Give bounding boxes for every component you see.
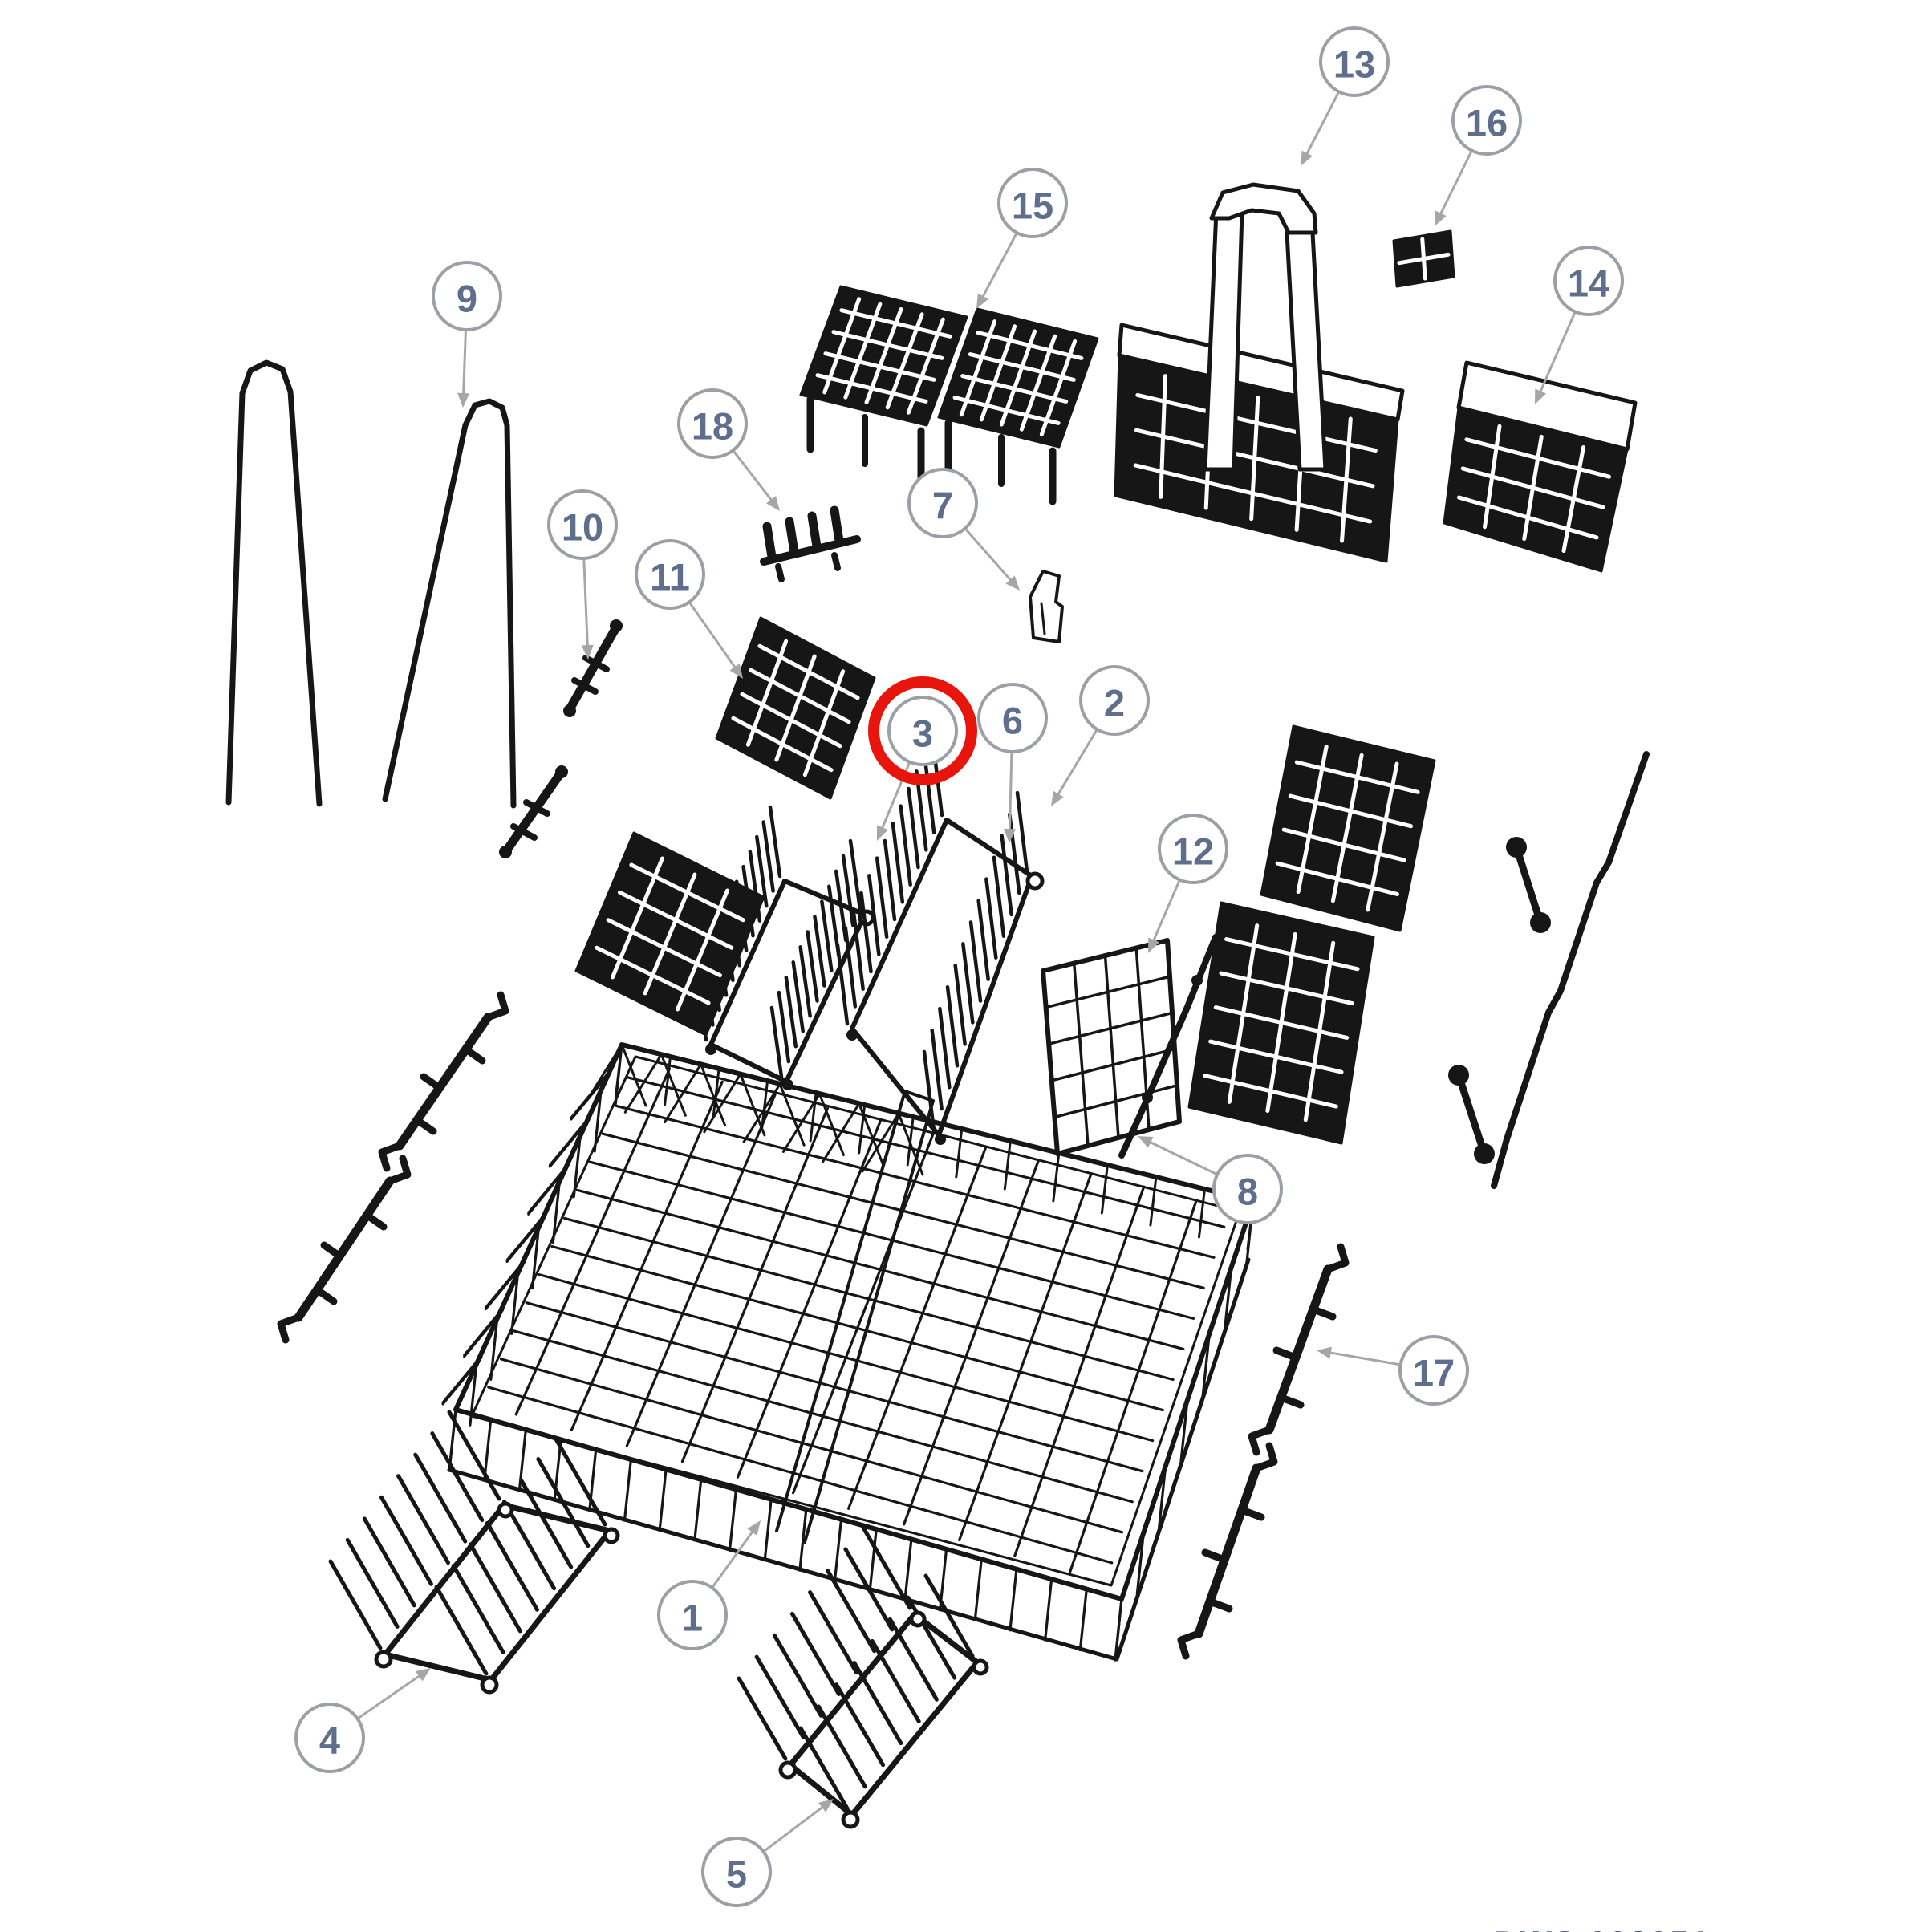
part-link-upper: [1506, 837, 1551, 933]
part-clip-strip-left-b: [277, 1155, 412, 1344]
leader-13: [1301, 91, 1340, 166]
leader-5: [762, 1799, 834, 1853]
callout-5[interactable]: 5: [701, 1837, 772, 1907]
callout-13[interactable]: 13: [1319, 26, 1390, 97]
callout-number-2: 2: [1104, 682, 1125, 724]
callout-9[interactable]: 9: [432, 261, 502, 331]
leader-12: [1148, 879, 1181, 953]
part-rail-rod-8: [1118, 934, 1219, 1159]
part-wire-handle-left-9: [225, 359, 323, 807]
leader-8: [1138, 1136, 1218, 1175]
leader-16: [1435, 150, 1473, 226]
callout-12[interactable]: 12: [1158, 814, 1228, 884]
leader-4: [356, 1668, 431, 1720]
callout-4[interactable]: 4: [294, 1703, 365, 1773]
part-small-clip-box-16: [1392, 229, 1455, 288]
callout-number-12: 12: [1172, 830, 1214, 873]
callout-number-3: 3: [912, 712, 933, 755]
callout-number-13: 13: [1333, 43, 1375, 86]
callout-2[interactable]: 2: [1079, 665, 1150, 736]
part-rail-rod-right: [1491, 751, 1650, 1189]
callout-8[interactable]: 8: [1212, 1154, 1283, 1224]
callout-number-6: 6: [1002, 700, 1023, 742]
part-stack-tray-right-15: [937, 307, 1099, 505]
callout-number-7: 7: [932, 485, 953, 527]
part-cup-shelf-upper-11: [715, 616, 876, 800]
part-folding-tine-rack-4: [328, 1410, 620, 1695]
leader-11: [688, 601, 743, 679]
callout-10[interactable]: 10: [547, 489, 618, 560]
leader-7: [964, 527, 1020, 591]
part-lower-rack: [441, 1042, 1256, 1662]
part-narrow-basket-14: [1443, 360, 1638, 573]
part-clip-comb-18: [760, 505, 861, 582]
leader-17: [1317, 1346, 1402, 1366]
callout-17[interactable]: 17: [1398, 1335, 1469, 1406]
leader-15: [976, 232, 1018, 309]
callout-number-16: 16: [1466, 102, 1508, 144]
part-clip-10a: [563, 619, 623, 717]
highlight-ring: [868, 676, 977, 785]
callout-1[interactable]: 1: [657, 1580, 728, 1650]
drawing-code: DWS 002051: [1494, 1924, 1711, 1932]
part-folding-tine-rack-5: [737, 1525, 989, 1829]
callout-18[interactable]: 18: [677, 388, 748, 459]
leader-9: [457, 329, 470, 408]
part-clip-strip-right-17a: [1248, 1243, 1350, 1456]
callout-number-1: 1: [682, 1597, 703, 1639]
callout-14[interactable]: 14: [1553, 246, 1624, 316]
leader-10: [581, 558, 594, 660]
callout-number-9: 9: [457, 278, 477, 320]
part-side-basket-lower: [1187, 901, 1375, 1145]
callout-number-11: 11: [650, 556, 690, 599]
callout-number-10: 10: [562, 506, 603, 549]
callout-11[interactable]: 11: [635, 539, 705, 610]
part-cup-shelf-lower: [574, 831, 765, 1037]
part-clip-strip-left-a: [378, 991, 509, 1172]
leader-1: [711, 1520, 761, 1589]
leader-6: [1003, 751, 1016, 843]
leader-lines-layer: [356, 91, 1577, 1853]
part-cutlery-basket-13: [1114, 182, 1405, 563]
callout-number-17: 17: [1413, 1352, 1455, 1394]
callout-number-5: 5: [726, 1853, 747, 1896]
callout-16[interactable]: 16: [1451, 85, 1522, 156]
callout-number-18: 18: [692, 405, 733, 448]
leader-18: [732, 449, 780, 511]
part-stack-tray-left-15: [799, 285, 968, 485]
callout-6[interactable]: 6: [977, 683, 1048, 753]
callout-number-14: 14: [1568, 262, 1609, 305]
highlight-layer: [868, 676, 977, 785]
part-link-lower: [1448, 1065, 1495, 1164]
leader-2: [1051, 729, 1098, 806]
callout-number-4: 4: [319, 1719, 340, 1762]
part-wire-handle-right-9: [382, 398, 517, 809]
callout-7[interactable]: 7: [907, 468, 978, 538]
part-clip-10b: [499, 765, 568, 858]
callout-number-15: 15: [1012, 185, 1053, 227]
part-bracket-7: [1029, 570, 1064, 643]
callout-number-8: 8: [1237, 1171, 1258, 1213]
leader-14: [1535, 310, 1577, 404]
part-wire-rack-12: [1041, 938, 1182, 1156]
callout-15[interactable]: 15: [997, 168, 1068, 238]
callout-3[interactable]: 3: [887, 696, 958, 766]
part-clip-strip-right-17b: [1177, 1442, 1278, 1660]
part-side-basket-upper: [1260, 724, 1436, 932]
parts-layer: [225, 182, 1650, 1829]
